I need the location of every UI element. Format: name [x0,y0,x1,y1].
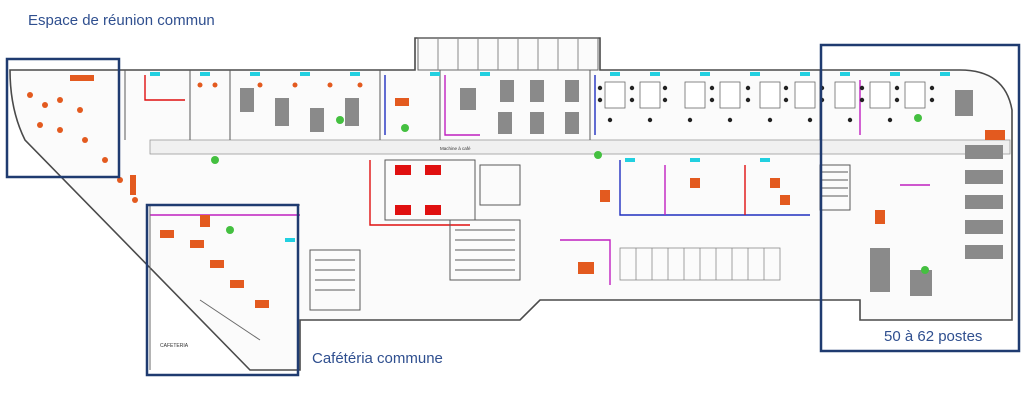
orange-furniture [27,75,1005,308]
building-outline [9,37,1013,371]
cafeteria-room-label: CAFETERIA [160,343,189,349]
workstations-frame [819,43,1021,353]
plants [211,114,929,274]
central-core [309,159,851,311]
accent-walls [144,75,930,285]
desk-clusters-top [240,80,579,134]
door-markers [150,72,950,242]
open-desks-top-right [604,81,926,109]
top-annex [417,37,599,71]
right-wing-desk-grid [870,90,1003,296]
core-meeting-tables [395,165,441,215]
meeting-area-frame [5,57,121,179]
cafeteria-frame [145,203,300,377]
main-corridor [149,139,1011,155]
meeting-area-caption: Espace de réunion commun [28,12,215,29]
workstations-caption: 50 à 62 postes [884,328,983,345]
cafeteria-caption: Cafétéria commune [312,350,443,367]
parking-stalls [619,247,781,281]
machine-room-label: Machine à café [440,146,471,151]
